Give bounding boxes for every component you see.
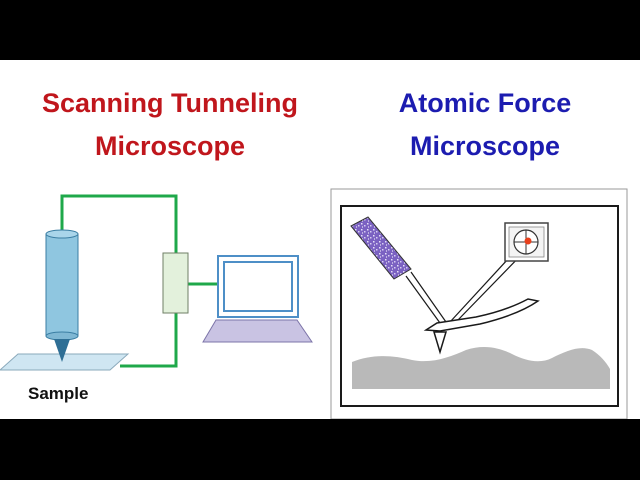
sample-label: Sample xyxy=(28,384,89,403)
computer-monitor-icon xyxy=(217,255,299,318)
cantilever-icon xyxy=(423,298,540,355)
sample-surface-icon xyxy=(352,347,610,389)
controller-box-icon xyxy=(162,252,189,314)
afm-diagram xyxy=(330,188,628,419)
slide: Scanning Tunneling Microscope Atomic For… xyxy=(0,60,640,419)
stm-title-line1: Scanning Tunneling xyxy=(42,88,298,118)
stm-title: Scanning Tunneling Microscope xyxy=(10,82,330,168)
afm-title-line1: Atomic Force xyxy=(398,88,572,118)
keyboard-icon xyxy=(202,319,313,343)
afm-title-line2: Microscope xyxy=(409,131,561,161)
circuit-wire xyxy=(60,194,218,368)
diagrams xyxy=(0,188,628,419)
afm-title: Atomic Force Microscope xyxy=(325,82,640,168)
stm-diagram xyxy=(0,194,313,371)
stm-probe-icon xyxy=(45,229,79,362)
stm-title-line2: Microscope xyxy=(94,131,246,161)
photodetector-icon xyxy=(504,222,549,262)
stm-sample-plate xyxy=(0,353,130,371)
laser-icon xyxy=(350,216,412,280)
